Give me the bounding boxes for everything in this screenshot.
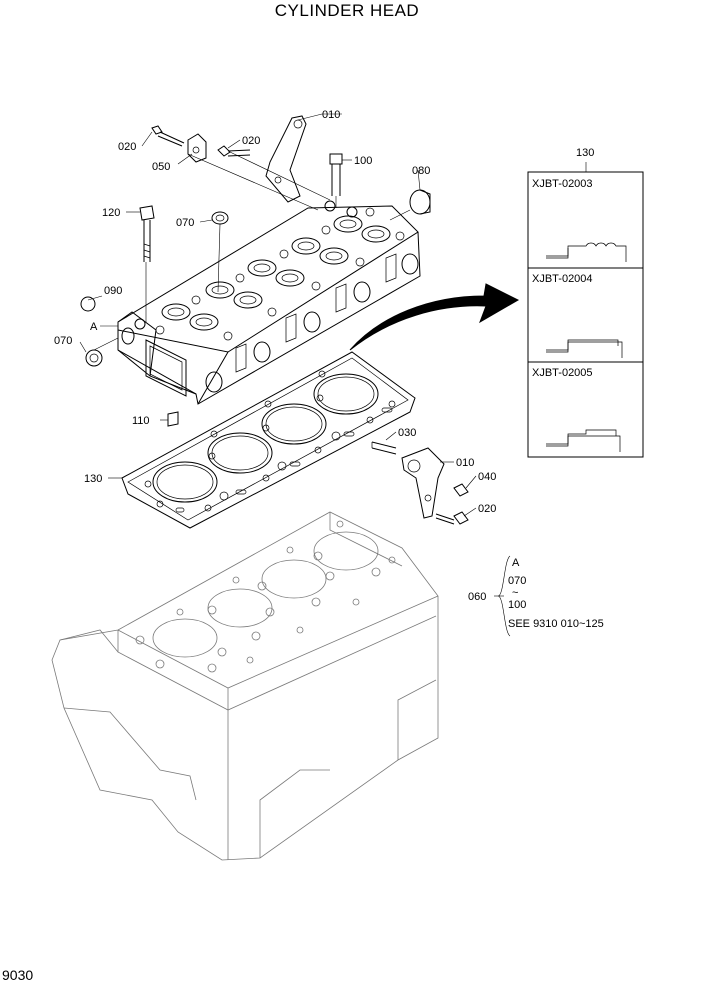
engine-block-drawing [51, 511, 439, 861]
callout-040: 040 [478, 471, 496, 483]
gasket-variant-inset: 130 XJBT-02003 XJBT-02004 XJBT-02005 [527, 147, 644, 458]
note-line-a: A [512, 557, 520, 569]
leader-lines [79, 113, 587, 517]
callout-070-top: 070 [176, 217, 194, 229]
callout-020-a: 020 [118, 141, 136, 153]
callout-070-left: 070 [54, 335, 72, 347]
page-number: 9030 [2, 967, 33, 983]
note-line-070: 070 [508, 575, 526, 587]
stud-030 [371, 441, 397, 455]
callout-120: 120 [102, 207, 120, 219]
note-line-tilde: ~ [512, 587, 518, 599]
cap-080 [409, 189, 431, 215]
callout-080: 080 [412, 165, 430, 177]
ball-plug-090 [80, 296, 96, 312]
callout-130-inset: 130 [576, 147, 594, 159]
plug-110 [167, 411, 179, 427]
diagram-title: CYLINDER HEAD [275, 1, 419, 20]
bolt-020-bottom [435, 511, 469, 525]
note-line-see: SEE 9310 010~125 [508, 618, 604, 630]
callout-020-b: 020 [242, 135, 260, 147]
callout-090: 090 [104, 285, 122, 297]
head-gasket-drawing [121, 351, 416, 529]
inset-row-1-code: XJBT-02003 [532, 178, 593, 190]
long-bolt-120 [139, 205, 155, 262]
callout-130-gasket: 130 [84, 473, 102, 485]
note-ref-060: 060 [468, 591, 486, 603]
seal-070-left [85, 349, 103, 367]
reference-arrow [349, 283, 520, 351]
reference-note-060: 060 A 070 ~ 100 SEE 9310 010~125 [468, 555, 604, 637]
callout-010-bottom: 010 [456, 457, 474, 469]
callout-110: 110 [132, 415, 150, 427]
seal-070-top [211, 211, 229, 225]
cylinder-head-drawing [117, 200, 421, 405]
callout-020-bottom: 020 [478, 503, 496, 515]
callout-010-top: 010 [322, 109, 340, 121]
lifting-hanger-010-bottom [401, 447, 445, 519]
callout-a: A [90, 321, 98, 333]
nut-040 [453, 483, 469, 497]
plug-100 [329, 153, 343, 196]
bolt-020-top-left [151, 125, 185, 147]
inset-row-3-code: XJBT-02005 [532, 367, 593, 379]
callout-100: 100 [354, 155, 372, 167]
lifting-hanger-010-top [265, 115, 307, 203]
bolt-020-top [217, 145, 251, 157]
callout-050: 050 [152, 161, 170, 173]
inset-row-2-code: XJBT-02004 [532, 273, 593, 285]
callout-030: 030 [398, 427, 416, 439]
note-line-100: 100 [508, 599, 526, 611]
